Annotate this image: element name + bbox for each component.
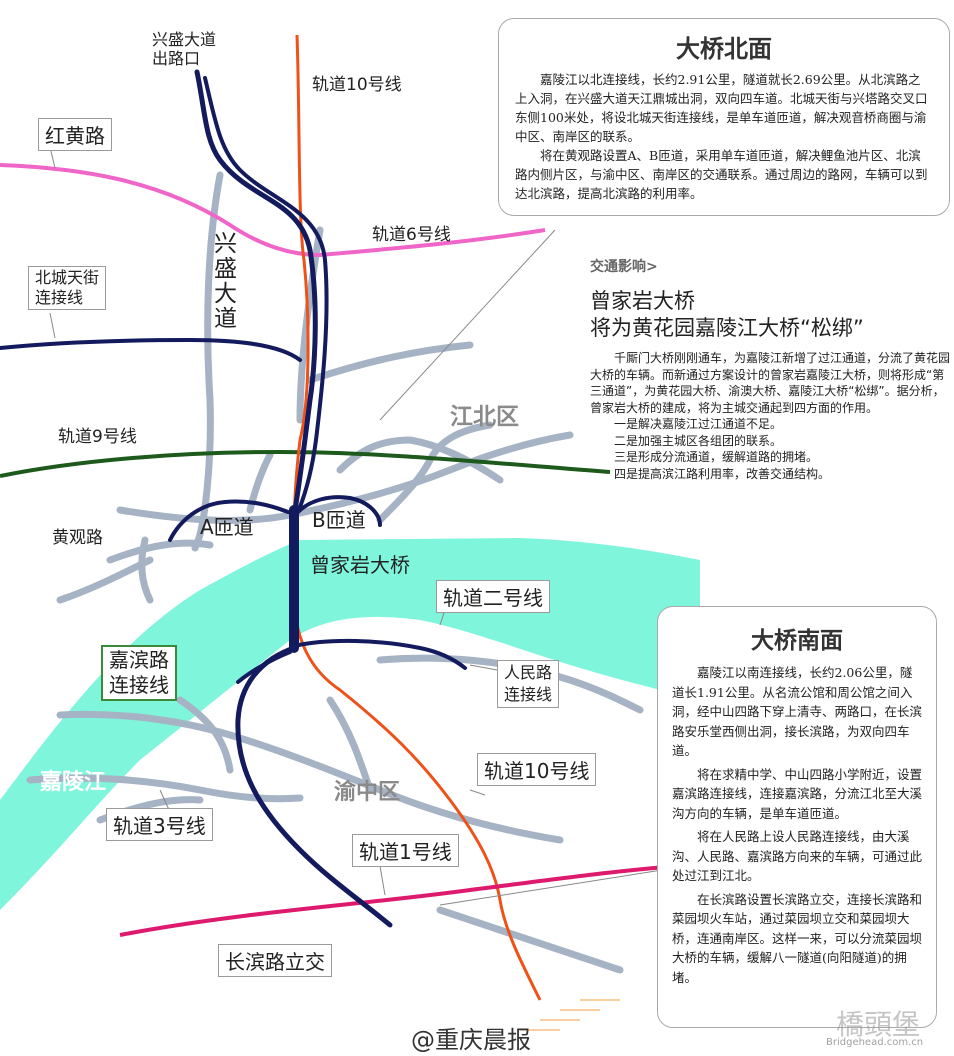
- renmin-link-label: 人民路 连接线: [497, 660, 560, 708]
- rail-2-label: 轨道二号线: [436, 580, 550, 613]
- impact-body: 千厮门大桥刚刚通车，为嘉陵江新增了过江通道，分流了黄花园大桥的车辆。而新通过方案…: [590, 351, 951, 415]
- jiabin-link-label: 嘉滨路 连接线: [101, 645, 177, 701]
- xingsheng-tunnel: [194, 69, 318, 513]
- grey-road: [176, 696, 234, 774]
- south-paragraph: 嘉陵江以南连接线，长约2.06公里，隧道长1.91公里。从名流公馆和周公馆之间入…: [672, 665, 923, 758]
- label-line: 兴盛大道: [152, 30, 217, 49]
- grey-road: [436, 906, 624, 974]
- rail-1-label: 轨道1号线: [352, 834, 459, 867]
- grey-road: [138, 536, 154, 604]
- label-line: 嘉滨路: [109, 648, 169, 672]
- grey-road: [246, 451, 274, 514]
- xingsheng-exit-label: 兴盛大道 出路口: [152, 30, 216, 68]
- leader-rail1: [379, 865, 386, 896]
- impact-headline-1: 曾家岩大桥: [590, 289, 695, 313]
- north-panel-title: 大桥北面: [676, 35, 772, 63]
- south-paragraph: 将在求精中学、中山四路小学附近，设置嘉滨路连接线，连接嘉滨路，分流江北至大溪沟方…: [672, 766, 923, 821]
- north-paragraph: 将在黄观路设置A、B匝道，采用单车道匝道，解决鲤鱼池片区、北滨路内侧片区，与渝中…: [515, 148, 928, 201]
- ramp-a-road: [168, 499, 290, 542]
- grey-road: [26, 774, 304, 803]
- north-paragraph: 嘉陵江以北连接线，长约2.91公里，隧道就长2.69公里。从北滨路之上入洞，在兴…: [515, 72, 928, 144]
- impact-tag: 交通影响>: [590, 259, 658, 275]
- label-char: 盛: [214, 256, 237, 282]
- south-panel-title: 大桥南面: [751, 628, 843, 654]
- jialing-river-label: 嘉陵江: [40, 770, 107, 795]
- grey-road: [106, 539, 214, 564]
- south-info-panel: 大桥南面 嘉陵江以南连接线，长约2.06公里，隧道长1.91公里。从名流公馆和周…: [657, 606, 937, 1028]
- jiangbei-district-label: 江北区: [450, 404, 519, 430]
- bridge-label: 曾家岩大桥: [310, 553, 410, 577]
- north-info-panel: 大桥北面 嘉陵江以北连接线，长约2.91公里，隧道就长2.69公里。从北滨路之上…: [498, 18, 950, 216]
- label-line: 出路口: [152, 49, 201, 68]
- rail-9-label: 轨道9号线: [58, 427, 137, 447]
- leader-rail10b: [469, 789, 486, 796]
- south-paragraph: 将在人民路上设人民路连接线，由大溪沟、人民路、嘉滨路方向来的车辆，可通过此处过江…: [672, 829, 923, 883]
- impact-section: 交通影响> 曾家岩大桥 将为黄花园嘉陵江大桥“松绑” 千厮门大桥刚刚通车，为嘉陵…: [590, 256, 952, 482]
- impact-point: 二是加强主城区各组团的联系。: [614, 433, 783, 448]
- leader-renmin: [469, 664, 498, 671]
- grey-road: [56, 556, 154, 604]
- changbin-interchange-label: 长滨路立交: [218, 944, 332, 977]
- rail-6-label: 轨道6号线: [372, 225, 451, 245]
- source-credit: @重庆晨报: [411, 1026, 531, 1054]
- huangguan-road-label: 黄观路: [52, 528, 103, 548]
- ramp-b-road: [296, 495, 382, 527]
- jialing-river: [0, 538, 700, 910]
- beicheng-link-road: [0, 338, 302, 362]
- grey-road: [56, 710, 564, 844]
- grey-road: [326, 696, 374, 794]
- hongjin-road-label: 红黄路: [38, 118, 112, 151]
- south-paragraph: 在长滨路设置长滨路立交，连接长滨路和菜园坝火车站，通过菜园坝立交和菜园坝大桥，连…: [672, 891, 923, 985]
- leader-north: [379, 229, 556, 421]
- xingsheng-tunnel-2: [203, 76, 329, 514]
- label-line: 连接线: [109, 673, 169, 697]
- impact-point: 一是解决嘉陵江过江通道不足。: [614, 417, 783, 431]
- grey-road: [191, 171, 224, 552]
- watermark-url: Bridgehead.com.cn: [826, 1037, 924, 1048]
- south-tunnel: [235, 645, 393, 928]
- leader-beicheng: [49, 312, 56, 339]
- label-line: 连接线: [35, 288, 84, 307]
- label-line: 北城天街: [35, 268, 100, 287]
- grey-road: [306, 341, 474, 384]
- impact-point: 四是提高滨江路利用率，改善交通结构。: [614, 466, 831, 481]
- honghuang-road-line: [0, 163, 546, 258]
- impact-point: 三是形成分流通道，缓解道路的拥堵。: [614, 450, 819, 464]
- watermark-logo: 橋頭堡: [836, 1008, 921, 1041]
- grey-road: [296, 226, 324, 424]
- rail-10-bottom-label: 轨道10号线: [477, 753, 597, 786]
- rail-9-line: [0, 449, 611, 478]
- new-route: [0, 69, 467, 928]
- ramp-b-label: B匝道: [312, 508, 366, 532]
- label-char: 大: [214, 281, 237, 307]
- renmin-link-road: [292, 638, 467, 670]
- jiabin-link-road: [236, 650, 292, 684]
- ramp-a-label: A匝道: [200, 515, 254, 539]
- impact-headline-2: 将为黄花园嘉陵江大桥“松绑”: [590, 316, 864, 340]
- label-char: 道: [214, 306, 237, 332]
- xingsheng-avenue-label: 兴 盛 大 道: [214, 232, 237, 332]
- label-line: 人民路: [504, 663, 553, 682]
- rail-3-label: 轨道3号线: [106, 808, 213, 841]
- label-char: 兴: [214, 231, 237, 257]
- leader-south: [439, 869, 663, 906]
- label-line: 连接线: [504, 685, 553, 704]
- yuzhong-district-label: 渝中区: [334, 780, 401, 805]
- rail-10-top-label: 轨道10号线: [312, 75, 402, 95]
- rail-1-line: [119, 863, 691, 937]
- beicheng-link-label: 北城天街 连接线: [28, 266, 107, 310]
